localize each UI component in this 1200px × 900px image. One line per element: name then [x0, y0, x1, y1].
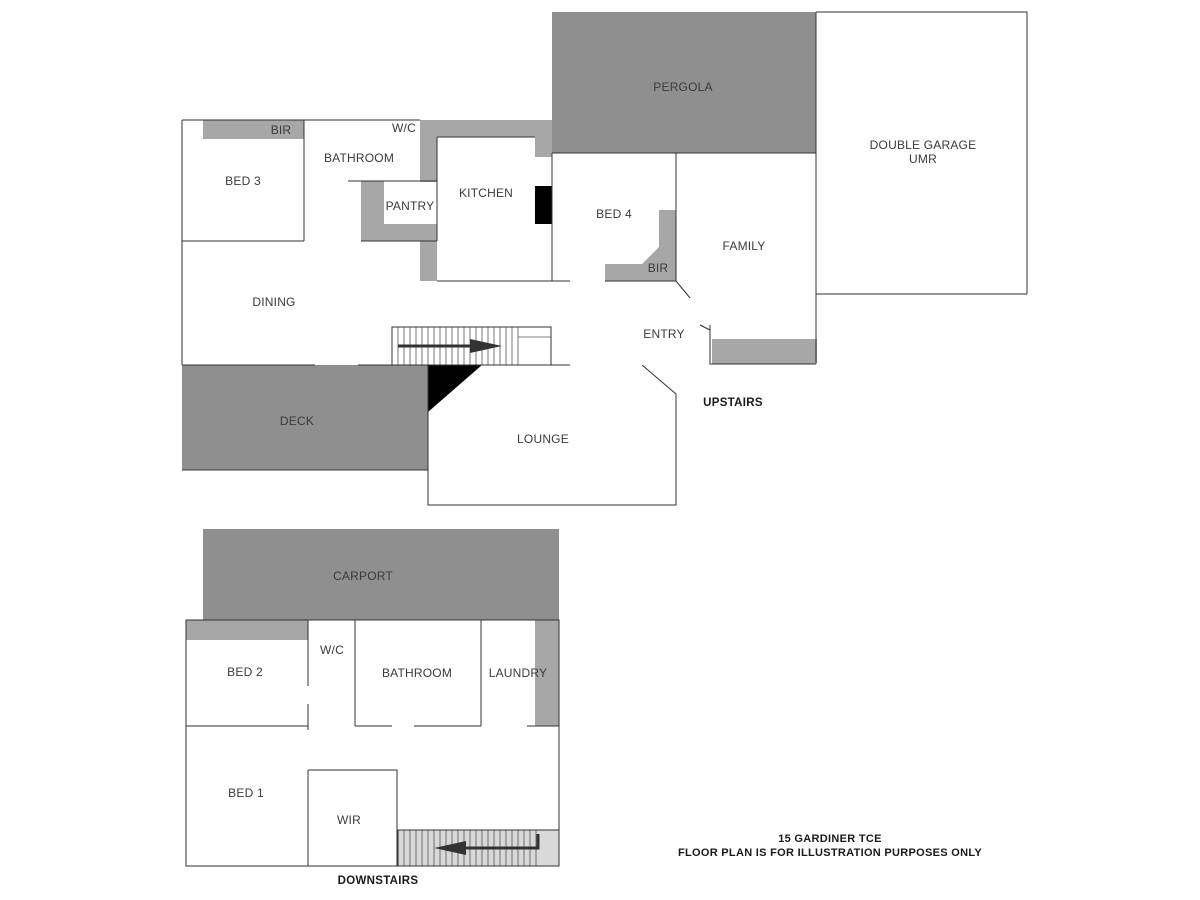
deck-label: DECK — [280, 414, 314, 428]
bed4-label: BED 4 — [596, 207, 632, 221]
wc-upstairs-label: W/C — [392, 121, 416, 135]
pantry-label: PANTRY — [386, 199, 435, 213]
kitchen-bench-right — [535, 120, 552, 157]
lounge-label: LOUNGE — [517, 432, 569, 446]
entry-label: ENTRY — [643, 327, 684, 341]
pantry-shelf-left — [361, 181, 384, 241]
kitchen-bench-lower — [420, 241, 437, 281]
laundry-label: LAUNDRY — [489, 666, 548, 680]
disclaimer-label: FLOOR PLAN IS FOR ILLUSTRATION PURPOSES … — [678, 847, 982, 859]
upstairs-floor-label: UPSTAIRS — [703, 397, 763, 409]
upstairs-plan: PERGOLA DOUBLE GARAGE UMR BIR W/C BED 3 … — [181, 11, 1028, 506]
kitchen-bench-top — [420, 120, 552, 137]
pergola-area — [552, 12, 816, 153]
bathroom-downstairs-label: BATHROOM — [382, 666, 452, 680]
downstairs-walls — [185, 213, 560, 867]
address-label: 15 GARDINER TCE — [778, 833, 882, 845]
garage-umr-label: UMR — [909, 152, 937, 166]
upstairs-walls — [181, 11, 1028, 506]
family-label: FAMILY — [723, 239, 766, 253]
bed3-label: BED 3 — [225, 174, 261, 188]
bir-bed4-block — [605, 210, 676, 281]
bed2-label: BED 2 — [227, 665, 263, 679]
downstairs-floor-label: DOWNSTAIRS — [338, 875, 419, 887]
kitchen-bench-left — [420, 120, 437, 182]
bir-bed3-block — [203, 120, 304, 139]
kitchen-label: KITCHEN — [459, 186, 513, 200]
deck-area — [182, 365, 428, 470]
fridge-block — [535, 186, 552, 224]
entry-bench — [712, 339, 817, 364]
downstairs-plan: CARPORT W/C BED 2 BATHROOM LAUNDRY BED 1… — [185, 213, 560, 887]
pergola-label: PERGOLA — [653, 80, 712, 94]
pantry-shelf-bottom — [384, 224, 437, 241]
bed2-robe-block — [186, 620, 308, 640]
carport-label: CARPORT — [333, 569, 393, 583]
plan-footer: 15 GARDINER TCE FLOOR PLAN IS FOR ILLUST… — [678, 833, 982, 859]
void-triangle — [428, 365, 482, 412]
bir-bed3-label: BIR — [271, 123, 292, 137]
downstairs-stair-arrow — [434, 834, 540, 855]
bed1-label: BED 1 — [228, 786, 264, 800]
wc-downstairs-label: W/C — [320, 643, 344, 657]
laundry-bench-block — [535, 620, 559, 726]
bir-bed4-label: BIR — [648, 261, 669, 275]
wir-label: WIR — [337, 813, 361, 827]
double-garage-label: DOUBLE GARAGE — [870, 138, 977, 152]
dining-label: DINING — [252, 295, 295, 309]
upstairs-stair-arrow — [398, 339, 502, 353]
carport-area — [203, 529, 559, 620]
bathroom-upstairs-label: BATHROOM — [324, 151, 394, 165]
